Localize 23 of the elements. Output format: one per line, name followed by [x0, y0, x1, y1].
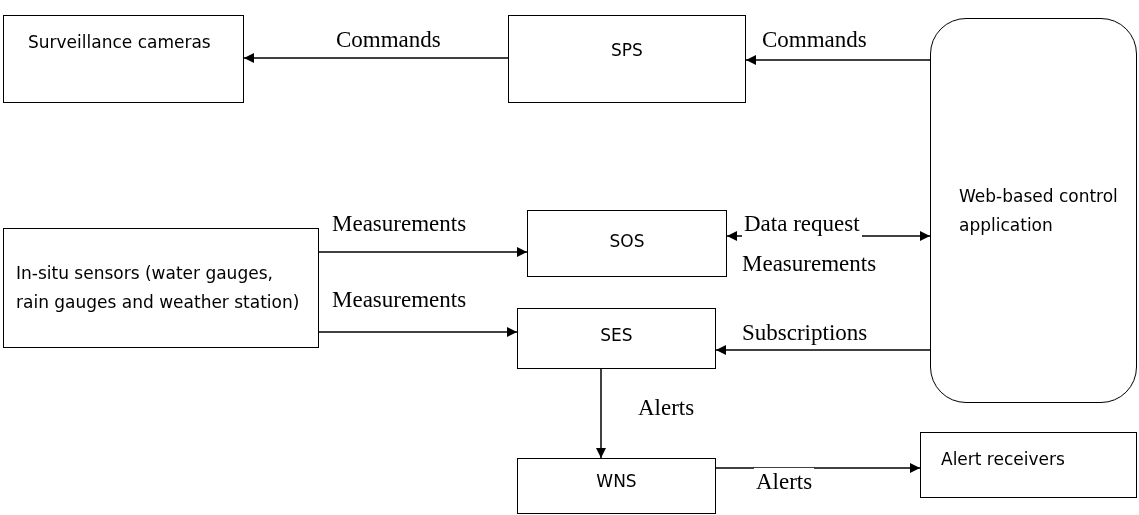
arrow: [318, 327, 518, 337]
arrow: [745, 55, 931, 65]
arrow: [243, 53, 509, 63]
node-label: Web-based control application: [959, 184, 1119, 237]
node-label: In-situ sensors (water gauges, rain gauges and weather station): [16, 262, 301, 314]
process-box: [527, 210, 727, 277]
process-box: [517, 308, 716, 369]
node-label: WNS: [596, 470, 637, 493]
process-box: [920, 432, 1137, 498]
arrow: [715, 463, 921, 473]
node-label: Surveillance cameras: [28, 31, 211, 54]
process-box: [508, 15, 746, 103]
arrow: [596, 368, 606, 459]
rounded-box: [930, 18, 1137, 403]
arrow: [318, 247, 528, 257]
process-box: [3, 15, 244, 103]
arrow: [715, 345, 931, 355]
node-label: SPS: [611, 39, 643, 62]
node-label: Alert receivers: [941, 448, 1065, 471]
node-label: SES: [600, 324, 633, 347]
node-label: SOS: [609, 230, 645, 253]
process-box: [3, 228, 319, 348]
process-box: [517, 458, 716, 514]
